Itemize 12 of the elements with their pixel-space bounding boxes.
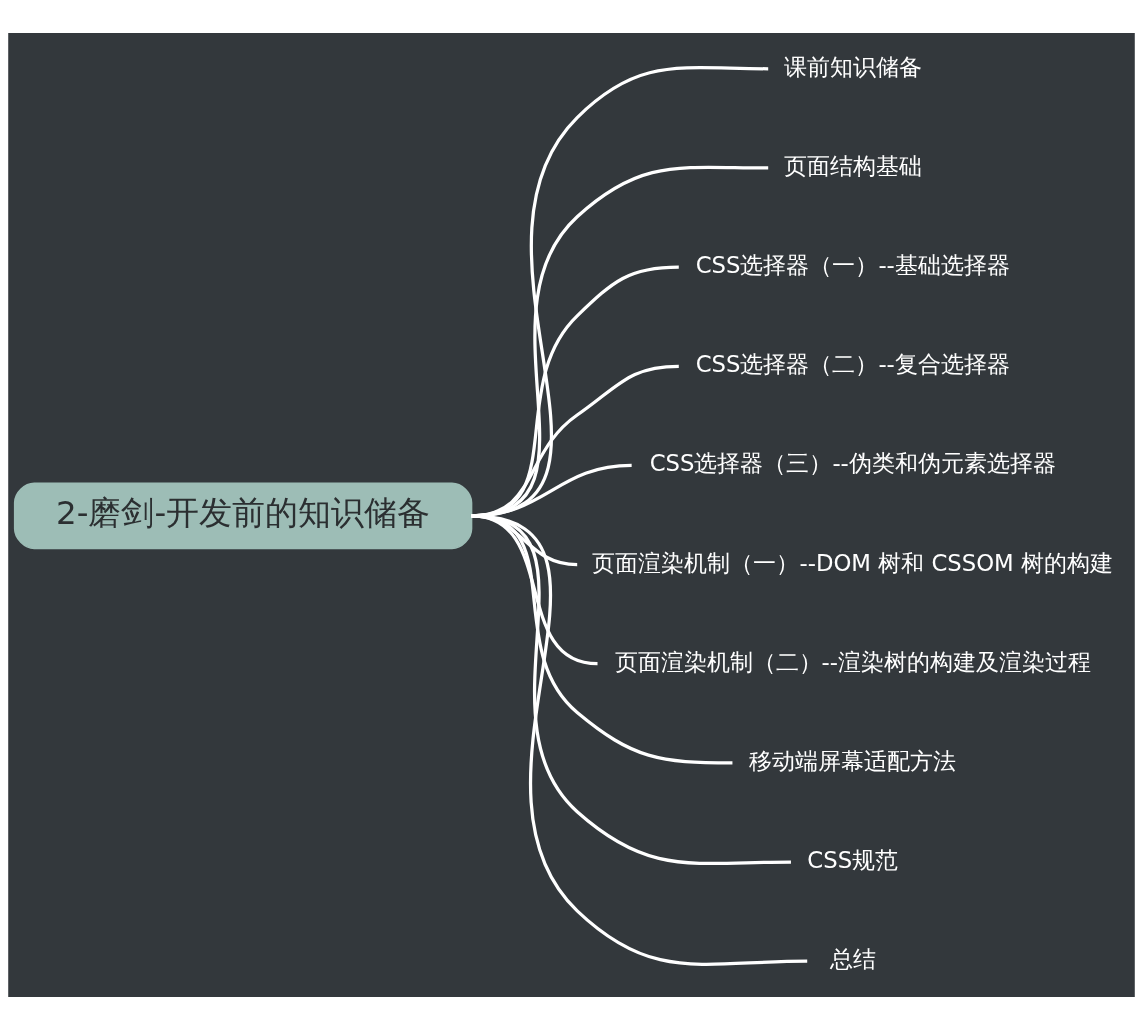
node-text: 总结 [829, 945, 876, 972]
node-text: 页面渲染机制（一）--DOM 树和 CSSOM 树的构建 [592, 549, 1113, 576]
node-text: CSS选择器（三）--伪类和伪元素选择器 [649, 449, 1056, 476]
node-text: 课前知识储备 [783, 53, 922, 80]
node-text: CSS选择器（二）--复合选择器 [695, 350, 1010, 377]
node-text: 页面结构基础 [783, 152, 922, 179]
node-box: 2-磨剑-开发前的知识储备 [13, 482, 473, 549]
node-text: 移动端屏幕适配方法 [749, 747, 957, 774]
node-text: 页面渲染机制（二）--渲染树的构建及渲染过程 [614, 648, 1091, 675]
node-text: CSS选择器（一）--基础选择器 [695, 251, 1010, 278]
node-text: CSS规范 [807, 846, 899, 873]
connector [471, 513, 808, 966]
